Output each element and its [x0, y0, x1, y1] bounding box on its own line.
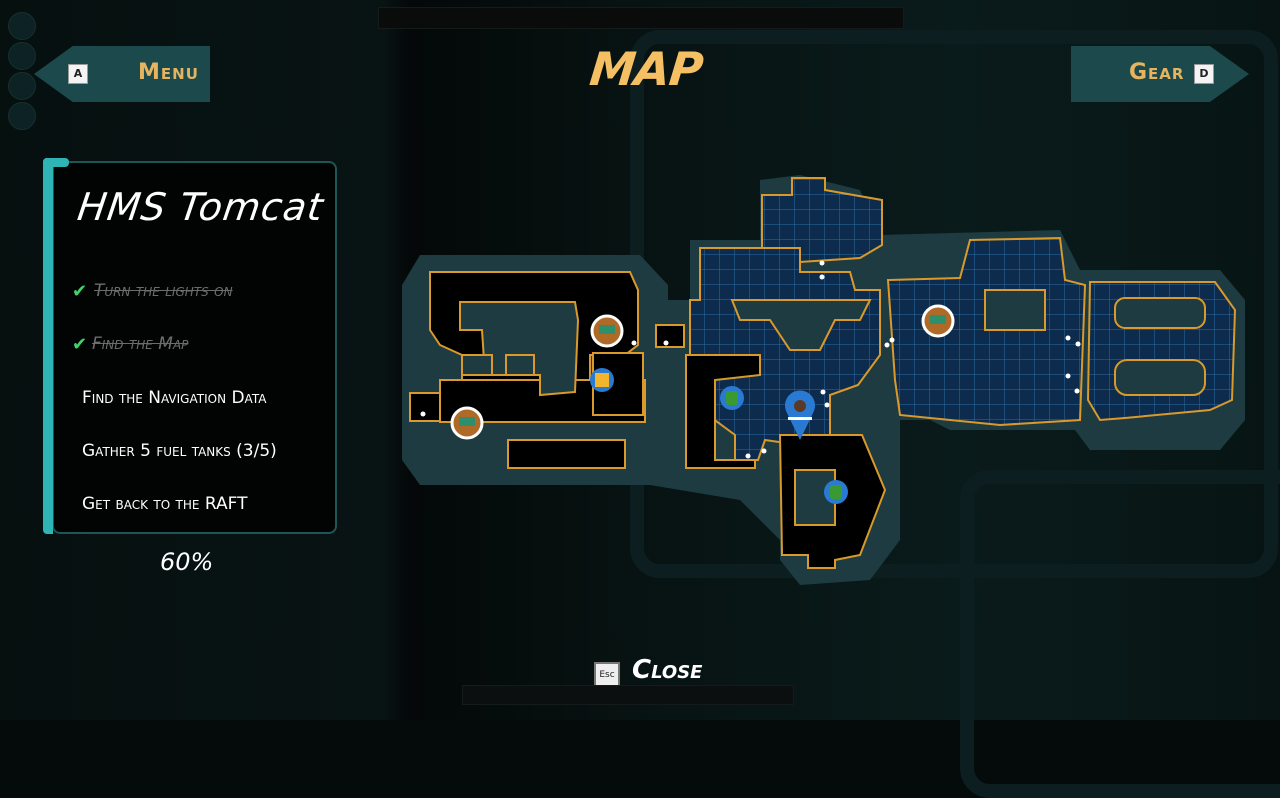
menu-button[interactable]: A Menu — [34, 46, 210, 102]
ship-map[interactable] — [0, 0, 1280, 720]
key-hint-d: D — [1194, 64, 1214, 84]
robot-icon[interactable] — [450, 406, 484, 440]
completion-percent: 60% — [160, 548, 214, 576]
robot-icon[interactable] — [921, 304, 955, 338]
check-icon: ✔ — [72, 281, 88, 302]
map-walls — [459, 289, 1206, 526]
background-wall — [630, 30, 1278, 578]
map-doors — [420, 260, 1081, 459]
fuel-tank-marker-icon[interactable] — [824, 480, 848, 504]
robot-icon[interactable] — [590, 314, 624, 348]
fuel-tank-marker-icon[interactable] — [720, 386, 744, 410]
objective-item: Get back to the RAFT — [82, 494, 248, 514]
side-indicator — [8, 42, 36, 70]
quest-panel: HMS Tomcat ✔Turn the lights on ✔Find the… — [52, 161, 337, 534]
gear-button[interactable]: Gear D — [1071, 46, 1249, 102]
close-label: Close — [632, 655, 703, 685]
quest-panel-rail — [43, 158, 69, 167]
player-location-pin-icon — [785, 390, 816, 440]
menu-label: Menu — [138, 60, 199, 85]
gear-label: Gear — [1129, 60, 1185, 85]
key-hint-a: A — [68, 64, 88, 84]
side-indicator — [8, 72, 36, 100]
objective-item: Find the Navigation Data — [82, 388, 267, 408]
map-item-marker-icon[interactable] — [590, 368, 614, 392]
objective-item: ✔Find the Map — [72, 334, 189, 355]
bottom-status-bar — [462, 685, 794, 705]
top-status-bar — [378, 7, 904, 29]
quest-panel-rail — [43, 158, 53, 534]
check-icon: ✔ — [72, 334, 88, 355]
side-indicator — [8, 12, 36, 40]
side-indicator — [8, 102, 36, 130]
objective-item: Gather 5 fuel tanks (3/5) — [82, 441, 277, 461]
objective-item: ✔Turn the lights on — [72, 281, 233, 302]
